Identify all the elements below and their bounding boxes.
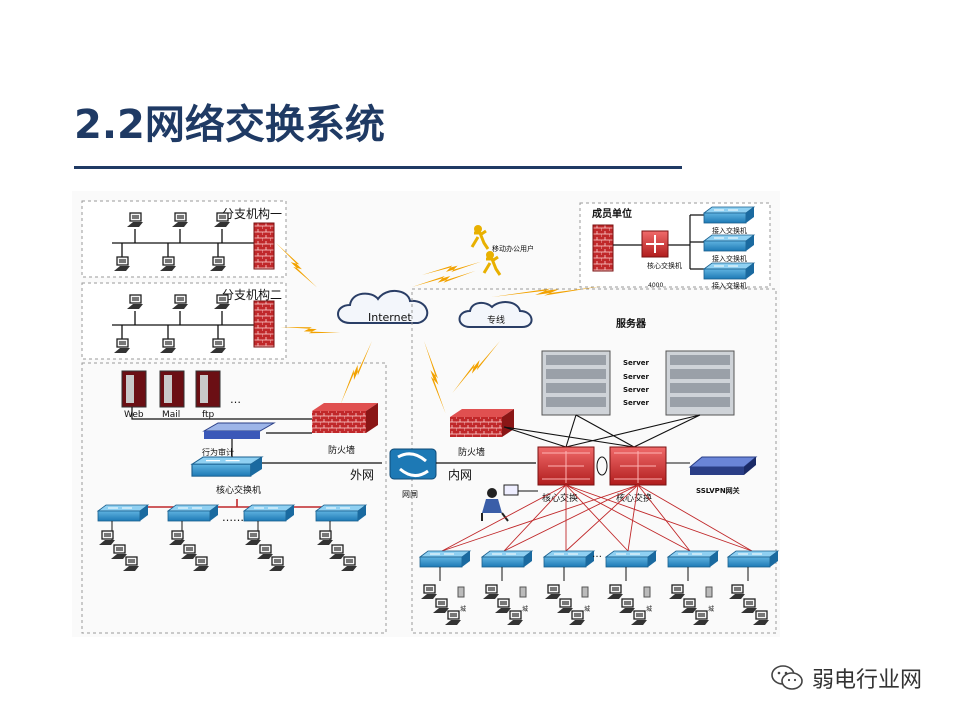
server-label-2: Server	[623, 373, 650, 381]
outer-servers: … Web Mail ftp	[121, 370, 312, 420]
svg-text:…: …	[230, 393, 241, 406]
page-title: 2.2网络交换系统	[74, 102, 385, 148]
inner-net-label: 内网	[448, 468, 472, 482]
sslvpn-gateway: SSLVPN网关	[688, 456, 758, 495]
server-label-4: Server	[623, 399, 650, 407]
wechat-icon	[771, 665, 803, 690]
mobile-user-label: 移动办公用户	[492, 244, 534, 253]
city-label-5: 城	[708, 606, 714, 613]
behavior-audit-label: 行为审计	[202, 447, 234, 457]
server-label-1: Server	[623, 359, 650, 367]
outer-ellipsis: ……	[222, 511, 244, 524]
firewall-left: 防火墙	[312, 403, 378, 456]
sslvpn-label: SSLVPN网关	[696, 486, 740, 495]
mail-label: Mail	[162, 410, 180, 420]
web-label: Web	[124, 410, 144, 420]
outer-net-label: 外网	[350, 468, 374, 482]
server-label-3: Server	[623, 386, 650, 394]
leased-line-label: 专线	[487, 314, 505, 326]
member-unit-label: 成员单位	[592, 207, 632, 220]
member-core-switch-label: 核心交换机	[647, 261, 682, 270]
servers-title: 服务器	[616, 317, 647, 330]
title-underline	[74, 166, 682, 169]
svg-text:…: …	[592, 549, 602, 560]
inner-mesh-links	[441, 484, 753, 552]
core-switch-right-2-label: 核心交换	[616, 492, 652, 504]
watermark: 弱电行业网	[770, 662, 922, 694]
watermark-text: 弱电行业网	[812, 668, 923, 693]
branch-office-2: 分支机构二	[81, 282, 287, 360]
mobile-users: 移动办公用户	[470, 225, 534, 276]
city-label-4: 城	[646, 606, 652, 613]
firewall-left-label: 防火墙	[328, 444, 355, 456]
internet-label: Internet	[368, 311, 412, 324]
city-label-3: 城	[584, 606, 590, 613]
outer-access-layer: ……	[97, 499, 367, 572]
inner-access-layer: … 城 城 城 城 城	[419, 549, 779, 626]
city-label-2: 城	[522, 606, 528, 613]
branch2-label: 分支机构二	[222, 287, 282, 302]
leased-line-cloud: 专线	[458, 301, 533, 328]
access-switch-3-label: 接入交换机	[712, 281, 747, 290]
admin-user	[481, 484, 538, 522]
city-label-1: 城	[460, 606, 466, 613]
member-unit: 成员单位 核心交换机 4000 接入交换机 接入交换机 接入交换机	[579, 202, 771, 290]
internet-cloud: Internet	[337, 290, 429, 324]
server-farm: 服务器 Server Server Server Server	[541, 317, 735, 416]
network-topology-diagram: 分支机构一 分支机构二 成员单位 核心交换机 4000 接入交换机 接入交换机 …	[72, 191, 780, 637]
gateway: 网闸 内网	[389, 448, 536, 499]
outer-network-zone	[81, 362, 387, 634]
firewall-right: 防火墙	[450, 409, 514, 458]
behavior-audit: 行为审计	[202, 422, 312, 457]
branch-office-1: 分支机构一	[81, 200, 287, 278]
ftp-label: ftp	[202, 410, 215, 420]
core-switch-left: 核心交换机 外网	[191, 439, 382, 496]
access-switch-1-label: 接入交换机	[712, 226, 747, 235]
branch1-label: 分支机构一	[222, 206, 282, 221]
core-switch-right-1-label: 核心交换	[542, 492, 578, 504]
gateway-label: 网闸	[402, 490, 418, 499]
core-switch-left-label: 核心交换机	[216, 484, 261, 496]
core-switches-right: 核心交换 核心交换	[503, 414, 701, 504]
member-model-label: 4000	[648, 282, 663, 289]
access-switch-2-label: 接入交换机	[712, 254, 747, 263]
firewall-right-label: 防火墙	[458, 446, 485, 458]
